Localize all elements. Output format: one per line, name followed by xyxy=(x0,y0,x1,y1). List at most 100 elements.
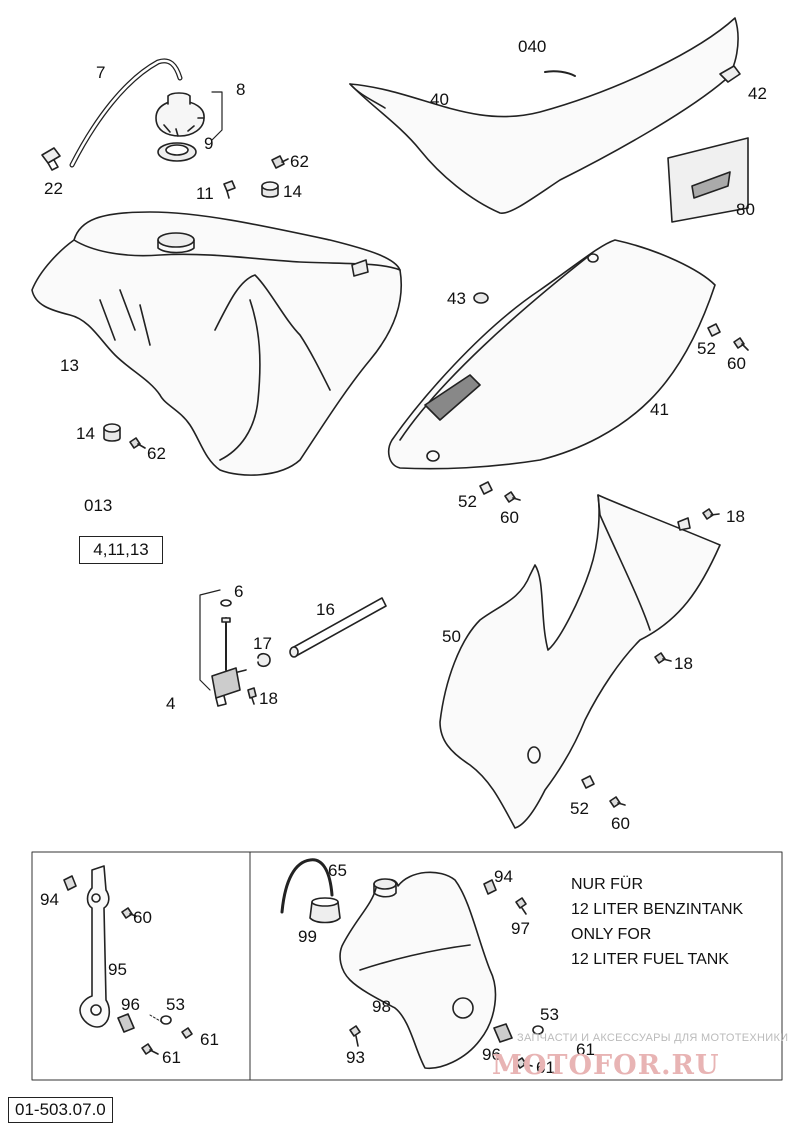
callout-53: 53 xyxy=(166,995,185,1014)
side-cover-icon xyxy=(387,239,716,470)
callout-50: 50 xyxy=(442,627,461,646)
bolt-icon xyxy=(733,337,749,351)
spacer-icon xyxy=(261,181,279,198)
callout-61: 61 xyxy=(536,1058,555,1077)
note-line-4: 12 LITER FUEL TANK xyxy=(571,951,729,968)
rubber-plug-icon xyxy=(223,180,236,199)
callout-18: 18 xyxy=(259,689,278,708)
callout-42: 42 xyxy=(748,84,767,103)
bolt-icon xyxy=(129,437,146,449)
nut-icon xyxy=(483,879,497,895)
callout-60: 60 xyxy=(611,814,630,833)
bolt-icon xyxy=(121,907,137,919)
callout-97: 97 xyxy=(511,919,530,938)
fitment-note: NUR FÜR 12 LITER BENZINTANK ONLY FOR 12 … xyxy=(571,872,743,972)
callout-22: 22 xyxy=(44,179,63,198)
callout-16: 16 xyxy=(316,600,335,619)
callout-80: 80 xyxy=(736,200,755,219)
bolt-icon xyxy=(515,897,527,915)
spacer-icon xyxy=(103,423,121,442)
callout-8: 8 xyxy=(236,80,246,99)
bolt-icon xyxy=(349,1025,361,1047)
callout-95: 95 xyxy=(108,960,127,979)
callout-4: 4 xyxy=(166,694,176,713)
watermark-logo: MOTOFOR.RU xyxy=(492,1050,720,1081)
document-id: 01-503.07.0 xyxy=(8,1097,113,1123)
callout-94: 94 xyxy=(494,867,513,886)
bracket-icon xyxy=(79,865,111,1028)
callout-52: 52 xyxy=(697,339,716,358)
bolt-icon xyxy=(247,687,257,705)
rubber-mount-icon xyxy=(117,1013,135,1033)
side-panel-icon xyxy=(439,494,721,829)
callout-11: 11 xyxy=(196,184,214,203)
callout-013: 013 xyxy=(84,496,113,515)
bolt-icon xyxy=(515,1057,533,1069)
callout-96: 96 xyxy=(482,1045,501,1064)
callout-61: 61 xyxy=(162,1048,181,1067)
right-inset-frame xyxy=(249,851,783,1081)
note-line-3: ONLY FOR xyxy=(571,926,652,943)
fuel-tank-12l-icon xyxy=(339,871,497,1070)
bolt-icon xyxy=(654,652,672,664)
hose-clip-icon xyxy=(257,652,271,668)
callout-65: 65 xyxy=(328,861,347,880)
callout-53: 53 xyxy=(540,1005,559,1024)
breather-hose-icon xyxy=(280,858,334,914)
washer-icon xyxy=(707,323,721,337)
bolt-icon xyxy=(504,491,521,503)
callout-94: 94 xyxy=(40,890,59,909)
callout-6: 6 xyxy=(234,582,244,601)
bolt-icon xyxy=(141,1043,159,1055)
fuel-cap-icon xyxy=(309,897,341,924)
callout-18: 18 xyxy=(726,507,745,526)
fuel-tank-icon xyxy=(31,211,403,476)
callout-52: 52 xyxy=(458,492,477,511)
callout-14: 14 xyxy=(76,424,95,443)
o-ring-icon xyxy=(220,599,232,607)
callout-62: 62 xyxy=(290,152,309,171)
decal-icon xyxy=(667,137,749,223)
callout-93: 93 xyxy=(346,1048,365,1067)
callout-40: 40 xyxy=(430,90,449,109)
bolt-icon xyxy=(271,155,289,169)
callout-61: 61 xyxy=(576,1040,595,1059)
callout-18: 18 xyxy=(674,654,693,673)
seat-icon xyxy=(349,17,741,214)
callout-13: 13 xyxy=(60,356,79,375)
hose-fitting-icon xyxy=(41,147,61,171)
fuel-hose-icon xyxy=(289,597,387,658)
grommet-icon xyxy=(473,292,489,304)
callout-60: 60 xyxy=(727,354,746,373)
fuel-cap-icon xyxy=(155,92,205,137)
bolt-icon xyxy=(181,1027,193,1039)
fuel-tap-icon xyxy=(211,617,247,707)
callout-96: 96 xyxy=(121,995,140,1014)
washer-icon xyxy=(479,481,493,495)
callout-040: 040 xyxy=(518,37,547,56)
callout-43: 43 xyxy=(447,289,466,308)
kit-contents-box: 4,11,13 xyxy=(79,536,163,564)
callout-60: 60 xyxy=(500,508,519,527)
nut-icon xyxy=(63,875,77,891)
breather-hose-icon xyxy=(69,58,183,168)
callout-41: 41 xyxy=(650,400,669,419)
callout-61: 61 xyxy=(200,1030,219,1049)
callout-99: 99 xyxy=(298,927,317,946)
bolt-icon xyxy=(609,796,626,808)
washer-icon xyxy=(532,1025,544,1035)
callout-9: 9 xyxy=(204,134,214,153)
note-line-2: 12 LITER BENZINTANK xyxy=(571,901,744,918)
bolt-icon xyxy=(702,508,720,520)
note-line-1: NUR FÜR xyxy=(571,876,643,893)
callout-98: 98 xyxy=(372,997,391,1016)
callout-60: 60 xyxy=(133,908,152,927)
washer-icon xyxy=(160,1015,172,1025)
washer-icon xyxy=(581,775,595,789)
callout-14: 14 xyxy=(283,182,302,201)
callout-17: 17 xyxy=(253,634,272,653)
callout-7: 7 xyxy=(96,63,106,82)
rubber-mount-icon xyxy=(493,1023,513,1043)
watermark-text: ЗАПЧАСТИ И АКСЕССУАРЫ ДЛЯ МОТОТЕХНИКИ xyxy=(517,1032,789,1044)
